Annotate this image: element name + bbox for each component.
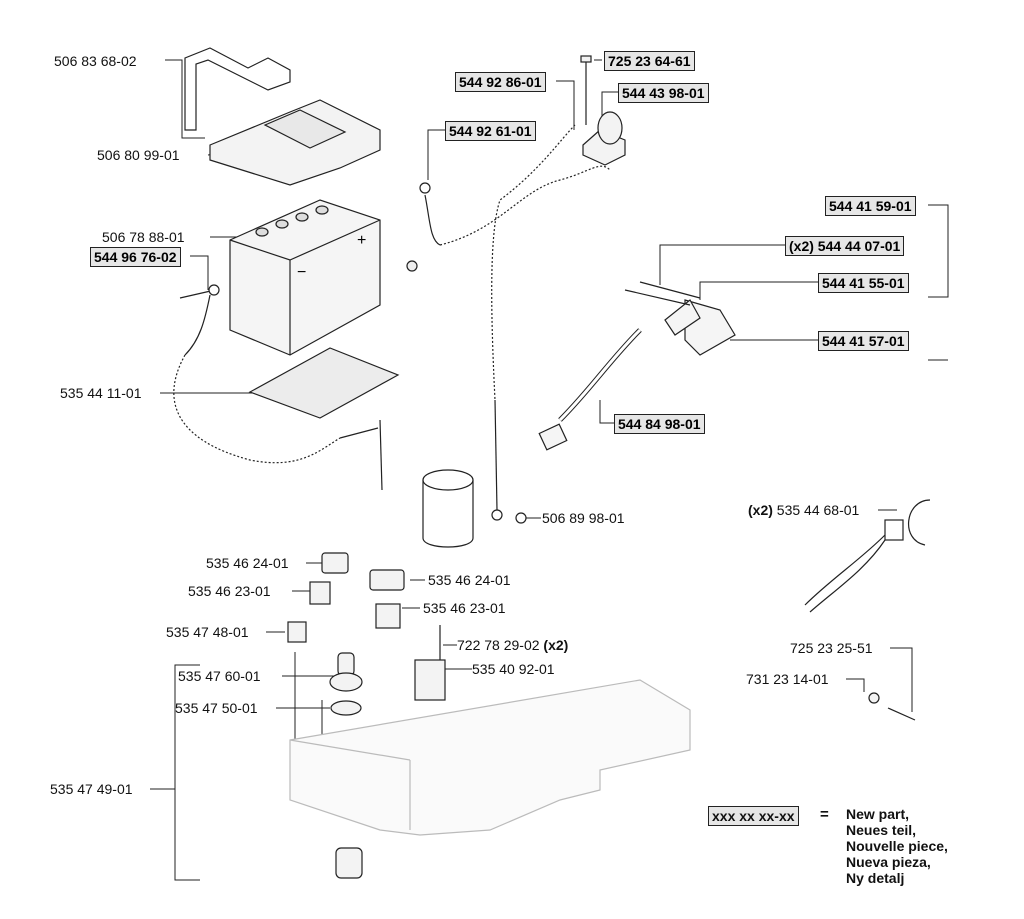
part-label-solenoid-cable: 544 92 86-01: [455, 72, 546, 92]
leader-ignition-switch-2: [174, 789, 200, 881]
part-label-switch-right: 535 46 23-01: [423, 600, 506, 616]
part-label-pos-cable: 544 92 61-01: [445, 121, 536, 141]
leader-pos-cable: [427, 129, 445, 180]
leader-washer-small: [846, 678, 865, 692]
part-label-bezel: 535 47 50-01: [175, 700, 258, 716]
legend-line: Neues teil,: [846, 822, 917, 838]
part-label-ignition-switch: 535 47 49-01: [50, 781, 133, 797]
part-label-neg-cable: 544 96 76-02: [90, 247, 181, 267]
part-label-hour-meter: 535 47 48-01: [166, 624, 249, 640]
leader-solenoid: [601, 91, 618, 120]
part-label-bolt-small: 725 23 25-51: [790, 640, 873, 656]
legend-line: Ny detalj: [846, 870, 905, 886]
part-label-cap-right: 535 46 24-01: [428, 572, 511, 588]
leader-harness-bracket: [928, 204, 949, 298]
part-label-battery: 506 78 88-01: [102, 229, 185, 245]
legend-line: Nouvelle piece,: [846, 838, 948, 854]
part-label-relay: 535 40 92-01: [472, 661, 555, 677]
part-label-battery-cover: 506 80 99-01: [97, 147, 180, 163]
part-label-ignition-cap: 535 47 60-01: [178, 668, 261, 684]
part-label-mat: 535 44 11-01: [60, 385, 142, 401]
battery: + −: [229, 199, 381, 356]
battery-strap: [184, 47, 291, 131]
wiring-harness: [538, 281, 736, 451]
part-label-bolt-top: 725 23 64-61: [604, 51, 695, 71]
part-label-cap-left: 535 46 24-01: [206, 555, 289, 571]
leader-solenoid-cable: [556, 80, 575, 130]
part-label-harness-part-3: 544 41 57-01: [818, 331, 909, 351]
leader-harness-part-2: [699, 281, 818, 300]
part-label-solenoid: 544 43 98-01: [618, 83, 709, 103]
leader-ignition-switch: [150, 664, 200, 790]
legend-line: Nueva pieza,: [846, 854, 931, 870]
dashboard-panel: [289, 679, 691, 836]
part-label-harness-part-2: 544 41 55-01: [818, 273, 909, 293]
leader-harness-main: [599, 400, 614, 424]
part-label-harness-assy: 544 41 59-01: [825, 196, 916, 216]
svg-text:−: −: [297, 264, 306, 281]
part-label-washer-small: 731 23 14-01: [746, 671, 829, 687]
legend-sample-box: xxx xx xx-xx: [708, 806, 799, 826]
solenoid: [580, 55, 626, 166]
part-label-screw: 722 78 29-02 (x2): [457, 637, 569, 653]
part-label-battery-strap: 506 83 68-02: [54, 53, 137, 69]
starter-motor: [422, 469, 527, 548]
battery-cables: [173, 124, 611, 521]
legend-text: New part, Neues teil, Nouvelle piece, Nu…: [846, 806, 948, 886]
leader-bolt-small: [890, 647, 913, 712]
panel-components: [287, 552, 916, 879]
legend-equals: =: [820, 806, 829, 823]
leader-harness-sub: [659, 244, 785, 285]
part-label-lamp: (x2) 535 44 68-01: [748, 502, 860, 518]
leader-neg-cable: [190, 255, 209, 290]
part-label-switch-left: 535 46 23-01: [188, 583, 271, 599]
part-label-harness-main: 544 84 98-01: [614, 414, 705, 434]
battery-cover: [209, 99, 381, 186]
part-label-harness-sub: (x2) 544 44 07-01: [785, 236, 905, 256]
part-label-starter-nut: 506 89 98-01: [542, 510, 625, 526]
legend-line: New part,: [846, 806, 910, 822]
svg-text:+: +: [357, 232, 366, 249]
lamp: [804, 499, 931, 613]
leader-battery-strap: [165, 59, 205, 139]
battery-mat: [248, 347, 400, 419]
